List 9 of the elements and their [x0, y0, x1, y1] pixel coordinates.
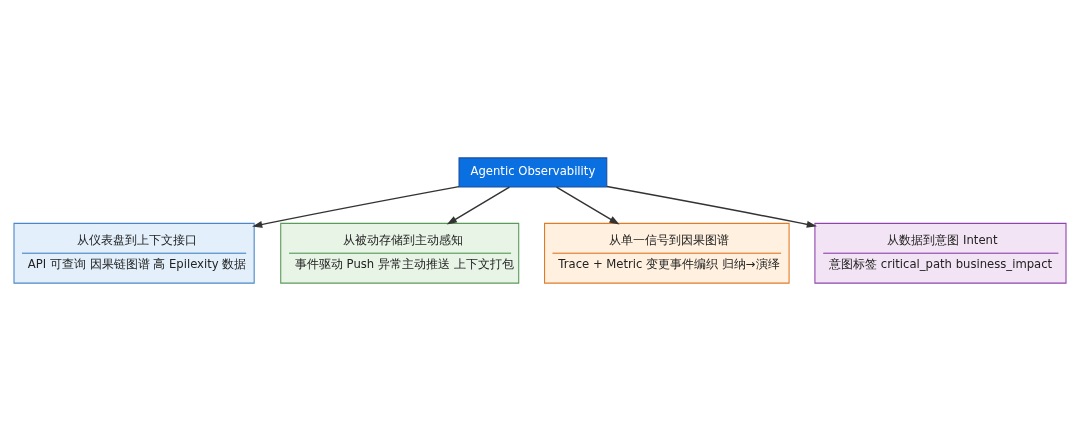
- arrow: [606, 185, 817, 228]
- arrow: [446, 185, 511, 225]
- node-box: 从单一信号到因果图谱 Trace + Metric 变更事件编织 归纳→演绎: [544, 222, 790, 284]
- node-box: 从仪表盘到上下文接口 API 可查询 因果链图谱 高 Epilexity 数据: [13, 222, 255, 284]
- node-box: 从被动存储到主动感知 事件驱动 Push 异常主动推送 上下文打包: [280, 222, 520, 284]
- node-box: 从数据到意图 Intent 意图标签 critical_path business_impact: [814, 222, 1067, 284]
- arrow: [555, 185, 620, 224]
- arrow: [252, 185, 460, 228]
- node-box: Agentic Observability: [458, 156, 608, 188]
